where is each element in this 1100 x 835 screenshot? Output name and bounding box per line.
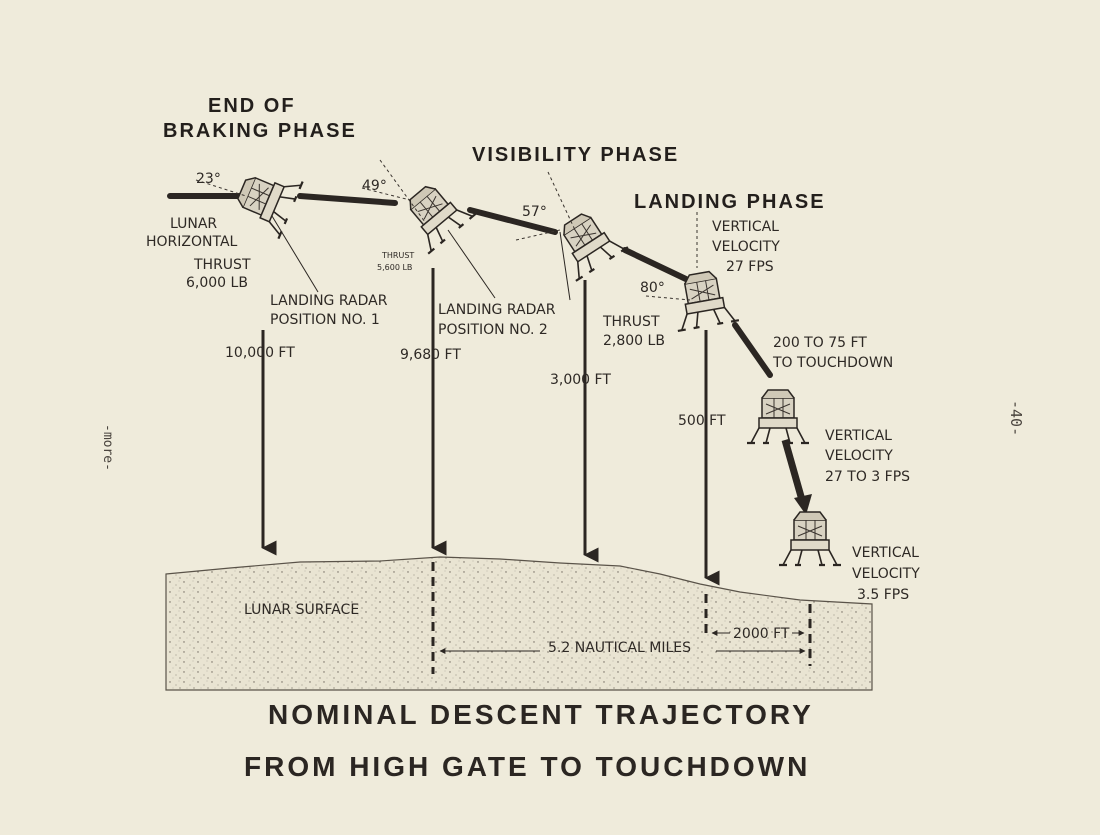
label-vv3-line1: VERTICAL	[852, 545, 919, 561]
label-thrust-1: THRUST	[193, 257, 251, 273]
label-vv3-line3: 3.5 FPS	[857, 587, 909, 603]
phase-visibility: VISIBILITY PHASE	[472, 144, 679, 166]
altitude-10000: 10,000 FT	[225, 345, 295, 361]
label-thrust-1-value: 6,000 LB	[186, 275, 248, 291]
label-thrust-3: THRUST	[602, 314, 660, 330]
leader-lines	[271, 215, 571, 301]
label-thrust-2: THRUST	[381, 251, 414, 260]
lunar-module-1	[228, 159, 304, 240]
angle-49: 49°	[362, 178, 387, 194]
label-lunar-horizontal-2: HORIZONTAL	[146, 234, 238, 250]
label-radar-1-line1: LANDING RADAR	[270, 293, 388, 309]
label-lunar-surface: LUNAR SURFACE	[244, 602, 359, 618]
lunar-surface-area	[165, 556, 873, 691]
label-radar-2-line1: LANDING RADAR	[438, 302, 556, 318]
angle-80: 80°	[640, 280, 665, 296]
angle-guides	[195, 159, 698, 301]
margin-more: -more-	[100, 424, 115, 471]
distance-lines	[439, 630, 806, 654]
label-vv3-line2: VELOCITY	[852, 566, 920, 582]
label-radar-1-line2: POSITION NO. 1	[270, 312, 380, 328]
label-vv1-line3: 27 FPS	[726, 259, 774, 275]
altitude-500: 500 FT	[678, 413, 726, 429]
trajectory-arrowhead	[794, 494, 812, 515]
label-nautical-miles: 5.2 NAUTICAL MILES	[548, 640, 691, 656]
caption-line1: NOMINAL DESCENT TRAJECTORY	[268, 699, 814, 730]
trajectory-arrow-final	[781, 439, 806, 501]
margin-page-number: -40-	[1007, 400, 1025, 436]
angle-23: 23°	[196, 171, 221, 187]
label-vv2-line1: VERTICAL	[825, 428, 892, 444]
label-vv2-line3: 27 TO 3 FPS	[825, 469, 910, 485]
label-vv1-line1: VERTICAL	[712, 219, 779, 235]
phase-braking-line2: BRAKING PHASE	[163, 120, 357, 142]
label-2000-ft: 2000 FT	[733, 626, 790, 642]
caption-line2: FROM HIGH GATE TO TOUCHDOWN	[244, 751, 810, 782]
altitude-arrows	[261, 268, 720, 586]
label-lunar-horizontal-1: LUNAR	[170, 216, 217, 232]
lunar-module-3	[545, 201, 629, 282]
surface-dash-lines	[431, 562, 812, 674]
label-touchdown-line2: TO TOUCHDOWN	[772, 355, 893, 371]
lunar-module-6	[777, 510, 843, 567]
label-thrust-2-value: 5,600 LB	[377, 263, 412, 272]
lunar-module-5	[745, 388, 811, 445]
label-vv1-line2: VELOCITY	[712, 239, 780, 255]
lunar-module-2	[393, 172, 477, 255]
altitude-3000: 3,000 FT	[550, 372, 611, 388]
label-vv2-line2: VELOCITY	[825, 448, 893, 464]
angle-57: 57°	[522, 204, 547, 220]
phase-landing: LANDING PHASE	[634, 191, 826, 213]
label-thrust-3-value: 2,800 LB	[603, 333, 665, 349]
trajectory-path	[167, 193, 773, 378]
label-touchdown-line1: 200 TO 75 FT	[773, 335, 867, 351]
phase-braking-line1: END OF	[208, 95, 296, 117]
label-radar-2-line2: POSITION NO. 2	[438, 322, 548, 338]
altitude-9680: 9,680 FT	[400, 347, 461, 363]
